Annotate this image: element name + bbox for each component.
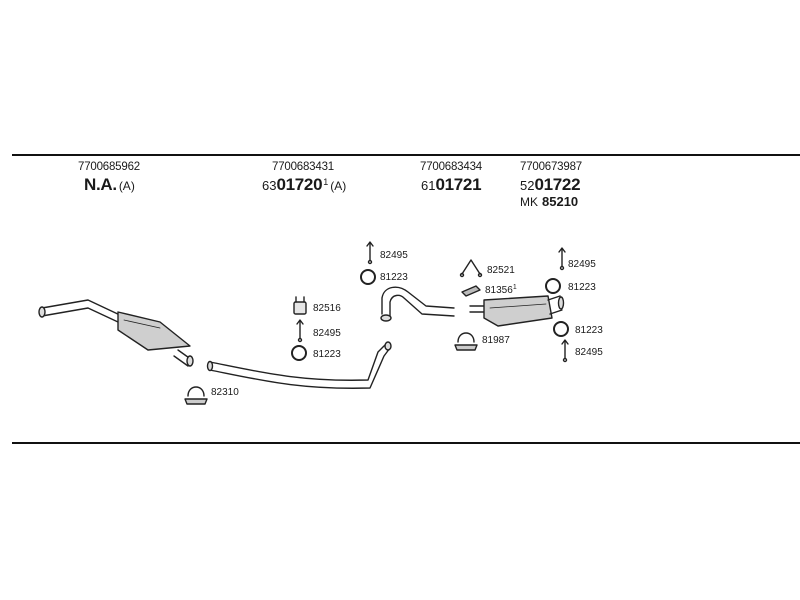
label-82495-right-bottom: 82495: [575, 347, 603, 358]
label-82495-mid: 82495: [313, 328, 341, 339]
part-number-col2: 7700683431: [272, 161, 334, 173]
ring-icon-right-bottom: [553, 321, 569, 337]
label-81356: 813561: [485, 284, 517, 296]
ring-icon-upper: [360, 269, 376, 285]
code-col2-bold: 01720: [276, 175, 323, 194]
mk-value: 85210: [542, 194, 579, 209]
mk-code-col4: MK 85210: [520, 194, 578, 209]
hanger-icon: [459, 259, 483, 278]
label-82310: 82310: [211, 387, 239, 398]
label-81223-right-bottom: 81223: [575, 325, 603, 336]
code-col2-prefix: 63: [262, 178, 277, 193]
hook-icon-upper: [366, 241, 374, 265]
part-number-col3: 7700683434: [420, 161, 482, 173]
label-82521: 82521: [487, 265, 515, 276]
code-col3: 6101721: [421, 175, 482, 195]
clamp-icon: [184, 386, 208, 405]
label-82495-upper: 82495: [380, 250, 408, 261]
label-81356-sup: 1: [512, 284, 517, 291]
code-col1: N.A.(A): [84, 175, 135, 195]
ring-icon-right-top: [545, 278, 561, 294]
mk-label: MK: [520, 195, 538, 209]
intermediate-pipe: [206, 341, 392, 389]
hook-icon-right-bottom: [561, 339, 569, 363]
hook-icon-mid: [296, 319, 304, 343]
code-col3-prefix: 61: [421, 178, 436, 193]
bottom-divider: [12, 442, 800, 444]
part-number-col1: 7700685962: [78, 161, 140, 173]
part-number-col4: 7700673987: [520, 161, 582, 173]
label-82516: 82516: [313, 303, 341, 314]
bracket-icon: [293, 296, 307, 315]
label-81356-value: 81356: [485, 285, 513, 296]
code-col1-bold: N.A.: [84, 175, 117, 194]
ring-icon-mid: [291, 345, 307, 361]
code-col4-bold: 01722: [534, 175, 581, 194]
top-divider: [12, 154, 800, 156]
label-81223-mid: 81223: [313, 349, 341, 360]
gasket-icon: [461, 285, 481, 297]
label-82495-right-top: 82495: [568, 259, 596, 270]
bent-pipe: [380, 286, 455, 322]
code-col2-sup: 1: [323, 177, 329, 187]
hook-icon-right-top: [558, 247, 566, 271]
label-81987: 81987: [482, 335, 510, 346]
code-col2: 63017201(A): [262, 175, 346, 195]
label-81223-upper: 81223: [380, 272, 408, 283]
code-col4-prefix: 52: [520, 178, 535, 193]
front-pipe-with-premuffler: [38, 299, 194, 367]
rear-muffler: [469, 295, 565, 327]
clamp-icon-rear: [454, 332, 478, 351]
code-col1-suffix: (A): [118, 179, 135, 193]
label-81223-right-top: 81223: [568, 282, 596, 293]
code-col4: 5201722: [520, 175, 581, 195]
code-col2-suffix: (A): [330, 179, 347, 193]
code-col3-bold: 01721: [435, 175, 482, 194]
